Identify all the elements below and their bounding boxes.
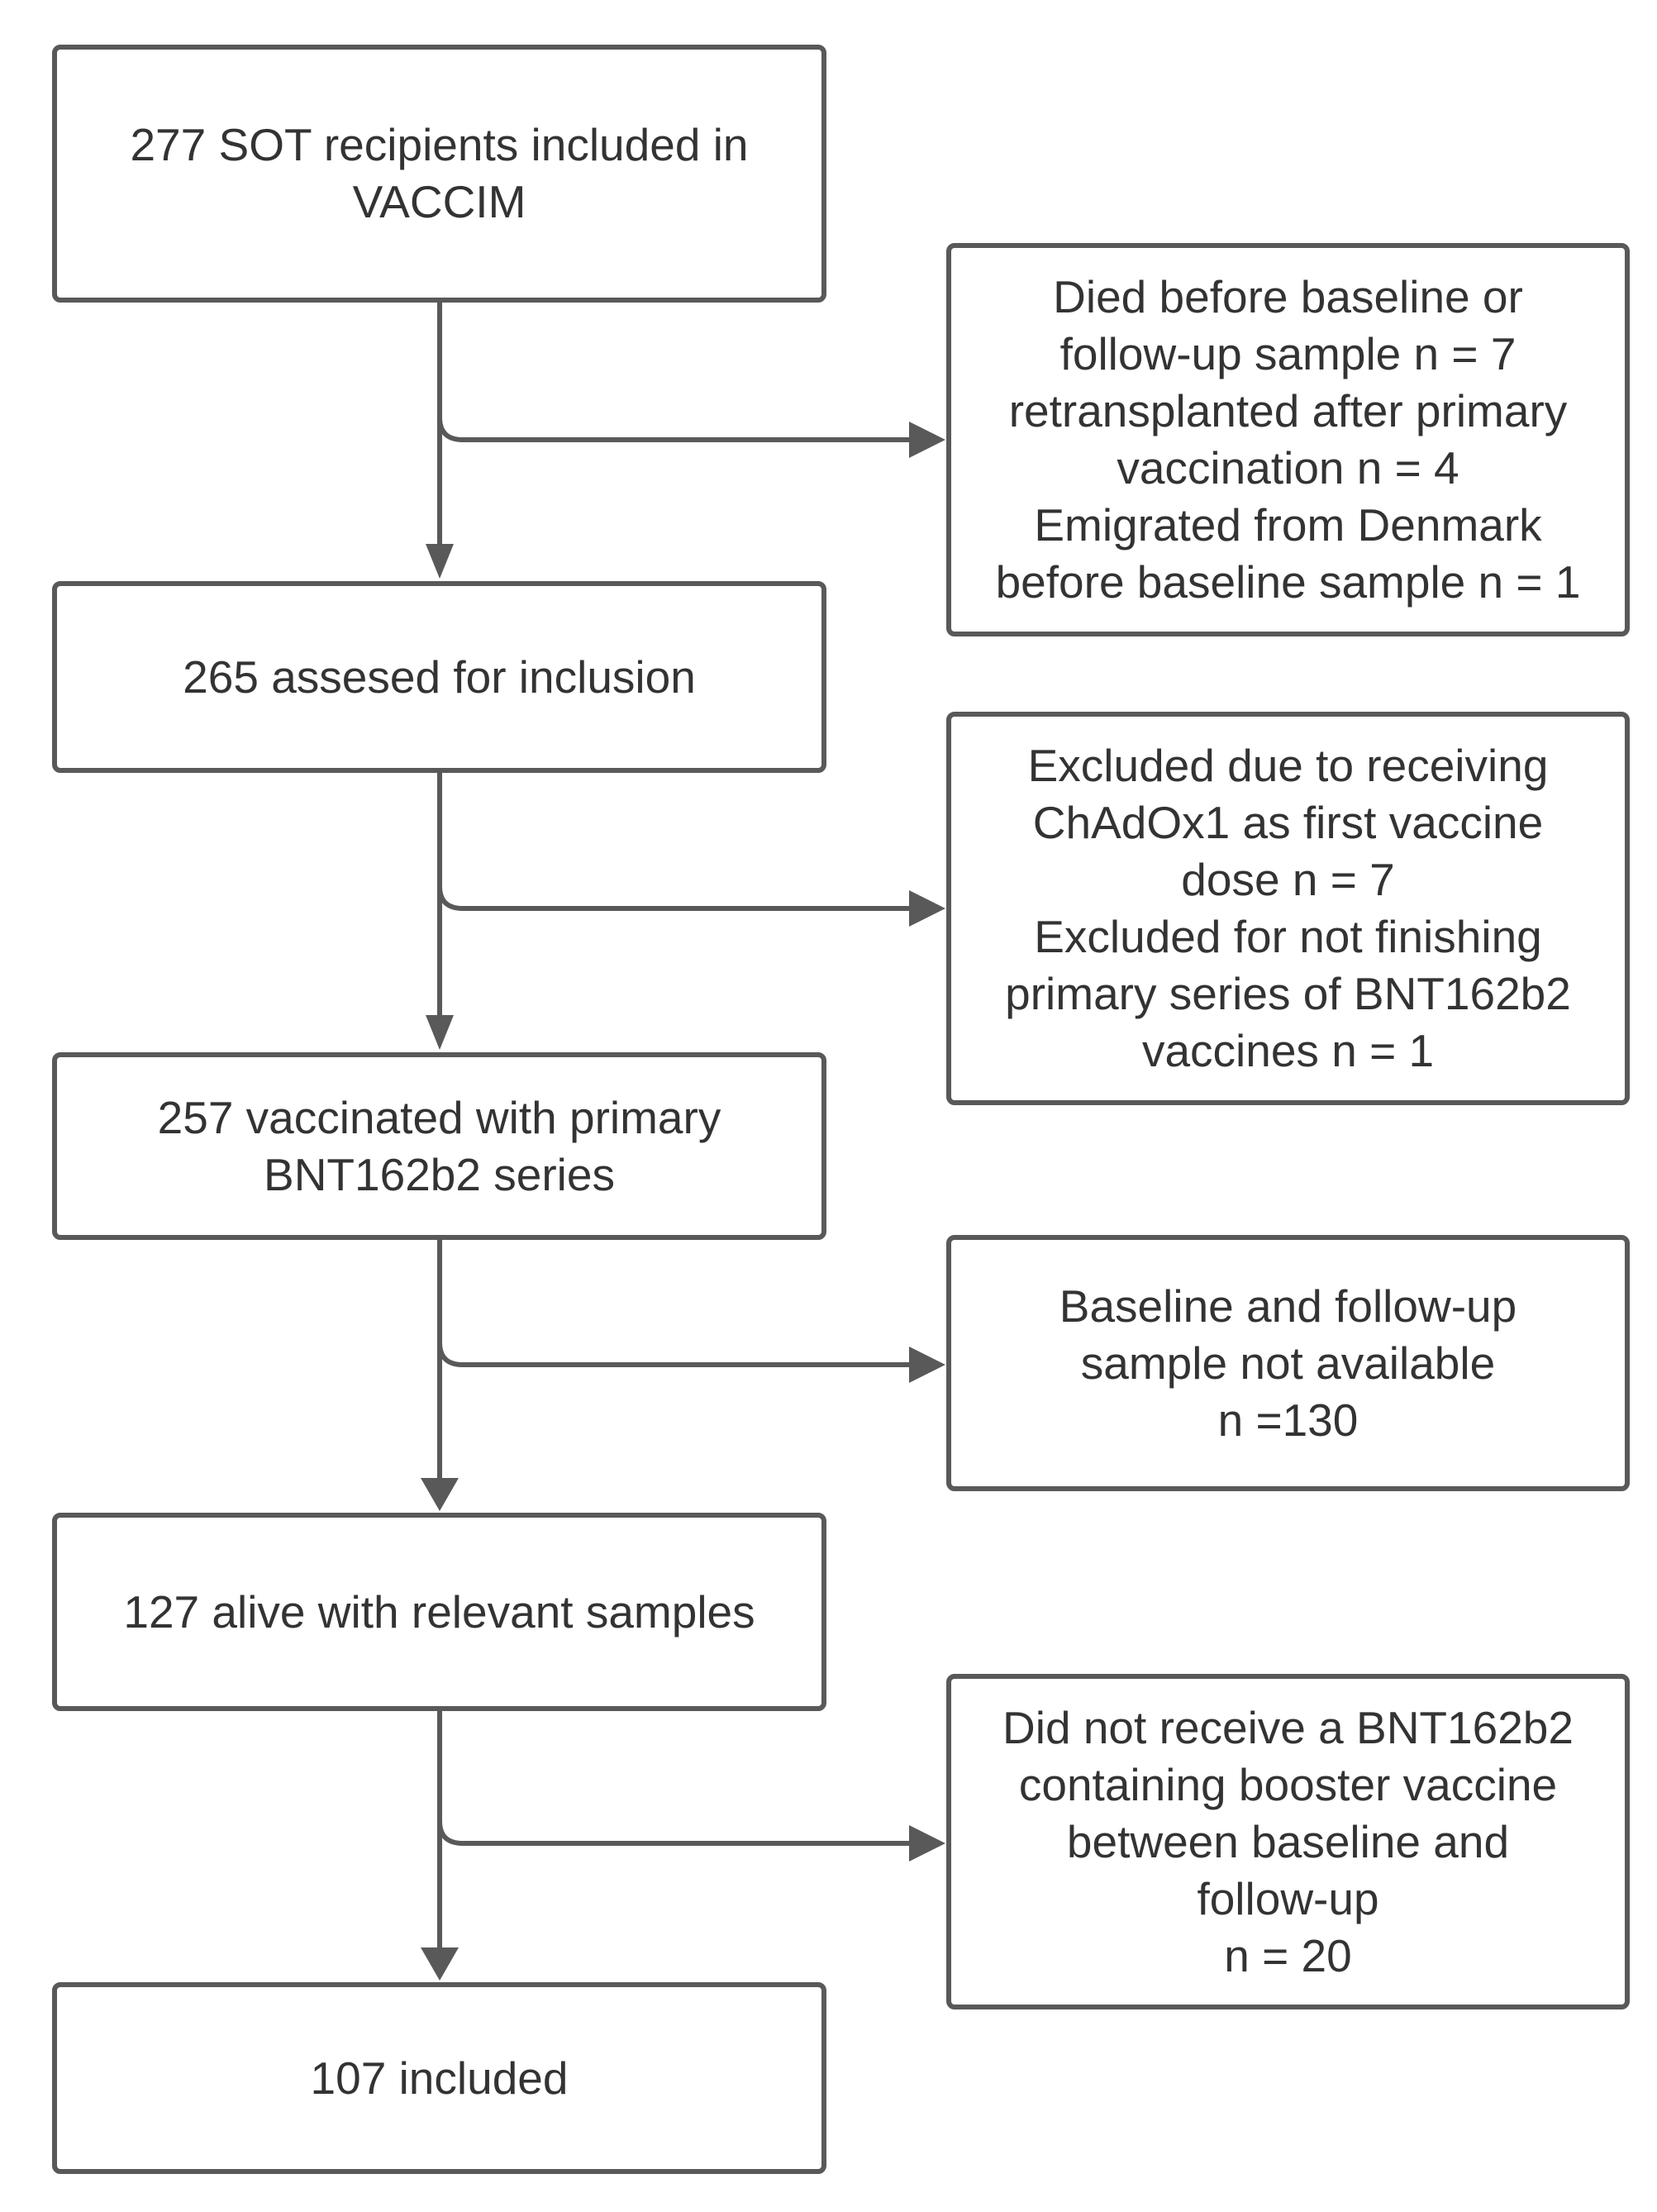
box-line: n = 20 [1224, 1929, 1352, 1981]
branch-connector-e3 [437, 1342, 916, 1367]
box-line: retransplanted after primary [1008, 385, 1568, 436]
box-line: follow-up [1197, 1872, 1379, 1924]
box-line: ChAdOx1 as first vaccine [1032, 797, 1544, 848]
branch-connector-e2 [437, 885, 916, 911]
exclusion-box-samples-not-available: Baseline and follow-up sample not availa… [946, 1235, 1630, 1491]
arrowhead-down-m5 [421, 1947, 459, 1981]
arrowhead-down-m4 [421, 1478, 459, 1511]
box-line: Baseline and follow-up [1059, 1280, 1517, 1332]
box-line: vaccination n = 4 [1117, 442, 1459, 493]
box-line: 107 included [310, 2052, 569, 2104]
arrowhead-right-e2 [909, 890, 945, 927]
box-line: 277 SOT recipients included in [130, 119, 749, 170]
box-line: Excluded for not finishing [1034, 911, 1542, 962]
box-line: dose n = 7 [1181, 854, 1395, 905]
box-line: BNT162b2 series [264, 1148, 615, 1200]
arrowhead-down-m3 [426, 1015, 454, 1050]
main-box-alive-with-samples: 127 alive with relevant samples [52, 1513, 826, 1711]
exclusion-box-deaths-retransplant-emigration: Died before baseline or follow-up sample… [946, 243, 1630, 636]
main-box-vaccinated-primary-series: 257 vaccinated with primary BNT162b2 ser… [52, 1052, 826, 1240]
box-line: between baseline and [1066, 1815, 1510, 1867]
box-line: primary series of BNT162b2 [1005, 968, 1571, 1019]
box-line: 127 alive with relevant samples [123, 1585, 755, 1638]
box-line: vaccines n = 1 [1141, 1025, 1435, 1076]
main-box-recipients-included: 277 SOT recipients included in VACCIM [52, 45, 826, 303]
box-line: 265 assesed for inclusion [183, 651, 696, 703]
box-line: containing booster vaccine [1018, 1758, 1558, 1810]
box-line: follow-up sample n = 7 [1059, 328, 1517, 379]
exclusion-box-vaccine-exclusions: Excluded due to receiving ChAdOx1 as fir… [946, 712, 1630, 1105]
box-line: Did not receive a BNT162b2 [1002, 1701, 1574, 1753]
main-box-final-included: 107 included [52, 1982, 826, 2174]
box-line: 257 vaccinated with primary [157, 1091, 721, 1143]
box-line: Excluded due to receiving [1027, 740, 1549, 791]
branch-connector-e1 [437, 417, 916, 442]
box-line: sample not available [1080, 1337, 1496, 1389]
box-line: VACCIM [352, 176, 526, 227]
arrowhead-right-e1 [909, 422, 945, 458]
box-line: Died before baseline or [1053, 271, 1523, 322]
main-box-assessed-for-inclusion: 265 assesed for inclusion [52, 581, 826, 773]
branch-connector-e4 [437, 1820, 916, 1846]
box-line: Emigrated from Denmark [1034, 499, 1542, 551]
box-line: n =130 [1217, 1394, 1359, 1446]
box-line: before baseline sample n = 1 [995, 556, 1581, 608]
arrowhead-right-e4 [909, 1825, 945, 1862]
exclusion-box-no-booster: Did not receive a BNT162b2 containing bo… [946, 1674, 1630, 2009]
arrowhead-right-e3 [909, 1347, 945, 1383]
arrowhead-down-m2 [426, 544, 454, 579]
